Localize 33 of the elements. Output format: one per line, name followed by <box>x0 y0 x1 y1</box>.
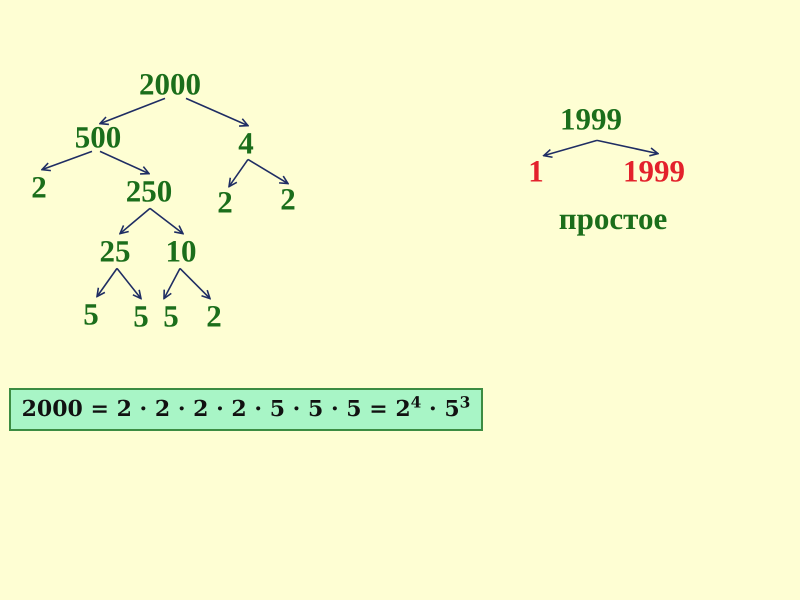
formula-box <box>9 388 483 431</box>
arrow <box>119 208 151 234</box>
number-label: 2 <box>31 176 47 200</box>
number-label: 5 <box>133 304 149 330</box>
arrow <box>186 98 249 127</box>
arrow <box>96 268 118 298</box>
number-label: 4 <box>238 132 254 156</box>
arrow <box>150 208 184 234</box>
number-label: 25 <box>100 240 130 264</box>
arrow <box>248 158 289 184</box>
number-label: 10 <box>166 240 196 264</box>
arrow <box>116 268 142 300</box>
number-label: 250 <box>126 180 172 204</box>
number-label: 2 <box>206 304 222 330</box>
arrow <box>228 158 249 188</box>
number-label: 1999 <box>560 108 622 132</box>
annotation-text: простое <box>558 202 668 236</box>
arrow <box>542 140 598 158</box>
number-label: 1999 <box>623 160 685 184</box>
arrow <box>163 268 181 300</box>
arrow <box>41 150 92 172</box>
number-label: 5 <box>163 304 179 330</box>
formula-text: 2000 = 2 · 2 · 2 · 2 · 5 · 5 · 5 = 2$^{4}$ · 5$^{3}$ <box>22 396 470 423</box>
number-label: 2000 <box>139 72 201 98</box>
number-label: 500 <box>74 126 122 150</box>
number-label: 2 <box>280 188 296 212</box>
number-label: 5 <box>83 302 99 328</box>
arrow <box>596 140 659 157</box>
arrow <box>179 268 211 300</box>
arrow <box>99 98 166 126</box>
number-label: 2 <box>217 190 233 216</box>
number-label: 1 <box>528 160 544 184</box>
arrow <box>100 150 150 175</box>
